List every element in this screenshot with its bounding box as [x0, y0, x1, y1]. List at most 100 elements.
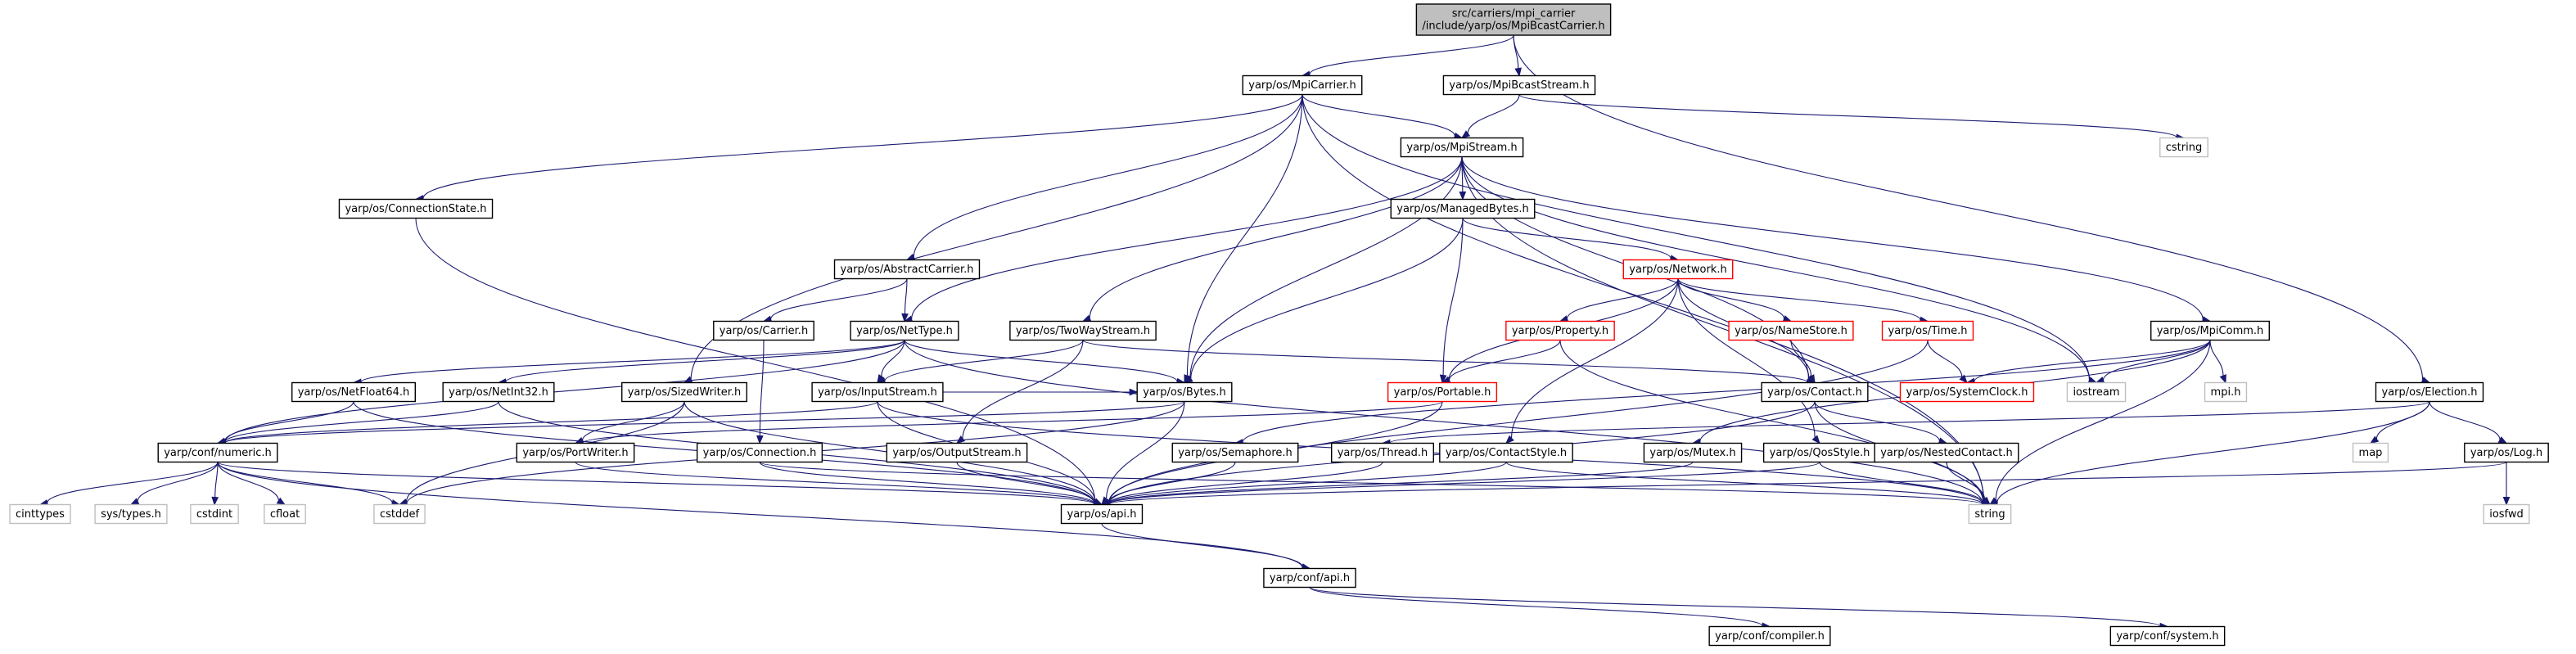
edge-numeric-to-osapi	[217, 462, 1103, 508]
edge-Log-to-osapi	[1100, 462, 2507, 508]
node-label: cinttypes	[16, 508, 65, 521]
dependency-edges	[38, 34, 2511, 630]
node-compiler[interactable]: yarp/conf/compiler.h	[1708, 625, 1831, 647]
node-box	[1415, 3, 1612, 36]
edge-MpiComm-to-SystemClock	[1965, 340, 2211, 386]
node-NestedContact[interactable]: yarp/os/NestedContact.h	[1874, 442, 2019, 463]
edge-NameStore-to-Contact	[1790, 340, 1816, 384]
node-InputStream[interactable]: yarp/os/InputStream.h	[811, 381, 944, 403]
node-MpiCarrier[interactable]: yarp/os/MpiCarrier.h	[1242, 74, 1363, 96]
edge-MpiComm-to-iostream	[2095, 340, 2211, 384]
edge-confapi-to-system	[1309, 587, 2169, 630]
node-iosfwd[interactable]: iosfwd	[2483, 503, 2530, 525]
node-Thread[interactable]: yarp/os/Thread.h	[1331, 442, 1434, 463]
node-box	[696, 442, 823, 463]
node-TwoWayStream[interactable]: yarp/os/TwoWayStream.h	[1009, 320, 1157, 341]
node-Election[interactable]: yarp/os/Election.h	[2375, 381, 2484, 403]
node-ConnectionState[interactable]: yarp/os/ConnectionState.h	[338, 198, 494, 219]
node-box	[2483, 503, 2530, 525]
node-NetFloat64[interactable]: yarp/os/NetFloat64.h	[291, 381, 416, 403]
edge-Mutex-to-osapi	[1100, 462, 1694, 508]
node-QosStyle[interactable]: yarp/os/QosStyle.h	[1762, 442, 1877, 463]
node-osapi[interactable]: yarp/os/api.h	[1060, 503, 1144, 525]
node-label: yarp/os/Thread.h	[1338, 447, 1428, 459]
node-Portable[interactable]: yarp/os/Portable.h	[1387, 381, 1498, 403]
node-numeric[interactable]: yarp/conf/numeric.h	[157, 442, 278, 463]
node-map[interactable]: map	[2352, 442, 2389, 463]
node-Bytes[interactable]: yarp/os/Bytes.h	[1136, 381, 1233, 403]
node-SizedWriter[interactable]: yarp/os/SizedWriter.h	[621, 381, 747, 403]
node-label: cstdint	[196, 508, 232, 521]
node-box	[9, 503, 71, 525]
node-box	[1643, 442, 1743, 463]
node-label: yarp/os/Carrier.h	[720, 325, 808, 337]
node-box	[886, 442, 1028, 463]
node-box	[2464, 442, 2549, 463]
node-AbstractCarrier[interactable]: yarp/os/AbstractCarrier.h	[833, 259, 981, 280]
edge-root-to-MpiCarrier	[1301, 34, 1514, 78]
edge-Election-to-Thread	[1381, 401, 2430, 447]
node-box	[2204, 381, 2248, 403]
edge-numeric-to-cfloat	[217, 462, 286, 506]
node-PortWriter[interactable]: yarp/os/PortWriter.h	[516, 442, 635, 463]
node-label: yarp/os/InputStream.h	[818, 386, 937, 399]
node-label: yarp/os/SizedWriter.h	[628, 386, 742, 399]
node-MpiStream[interactable]: yarp/os/MpiStream.h	[1400, 137, 1524, 158]
node-box	[1387, 381, 1498, 403]
node-cstddef[interactable]: cstddef	[373, 503, 426, 525]
node-SystemClock[interactable]: yarp/os/SystemClock.h	[1899, 381, 2035, 403]
node-NameStore[interactable]: yarp/os/NameStore.h	[1728, 320, 1854, 341]
node-ContactStyle[interactable]: yarp/os/ContactStyle.h	[1439, 442, 1573, 463]
edge-Election-to-map	[2369, 401, 2430, 444]
node-Semaphore[interactable]: yarp/os/Semaphore.h	[1171, 442, 1299, 463]
node-cstdint[interactable]: cstdint	[190, 503, 239, 525]
node-label: cfloat	[270, 508, 300, 521]
edge-confapi-to-compiler	[1309, 587, 1771, 630]
node-Property[interactable]: yarp/os/Property.h	[1505, 320, 1615, 341]
node-label: yarp/os/Bytes.h	[1143, 386, 1226, 399]
node-NetType[interactable]: yarp/os/NetType.h	[850, 320, 959, 341]
node-box	[833, 259, 981, 280]
edge-MpiBcastStream-to-cstring	[1518, 94, 2186, 142]
edge-numeric-to-systypes	[129, 462, 219, 506]
node-cstring[interactable]: cstring	[2159, 137, 2208, 158]
node-Contact[interactable]: yarp/os/Contact.h	[1761, 381, 1869, 403]
edge-MpiComm-to-Semaphore	[1234, 340, 2211, 446]
node-Time[interactable]: yarp/os/Time.h	[1881, 320, 1974, 341]
edge-Network-to-ContactStyle	[1505, 278, 1679, 444]
node-box	[2375, 381, 2484, 403]
node-OutputStream[interactable]: yarp/os/OutputStream.h	[886, 442, 1028, 463]
node-box	[157, 442, 278, 463]
node-box	[1060, 503, 1144, 525]
node-Mutex[interactable]: yarp/os/Mutex.h	[1643, 442, 1743, 463]
node-systypes[interactable]: sys/types.h	[94, 503, 168, 525]
node-label: yarp/os/Log.h	[2470, 447, 2542, 459]
edge-Network-to-Property	[1559, 278, 1679, 322]
node-label: yarp/os/NameStore.h	[1735, 325, 1847, 337]
node-MpiComm[interactable]: yarp/os/MpiComm.h	[2150, 320, 2270, 341]
node-label: yarp/os/ContactStyle.h	[1446, 447, 1567, 459]
node-NetInt32[interactable]: yarp/os/NetInt32.h	[442, 381, 555, 403]
node-mpih[interactable]: mpi.h	[2204, 381, 2248, 403]
node-ManagedBytes[interactable]: yarp/os/ManagedBytes.h	[1390, 198, 1536, 219]
node-cfloat[interactable]: cfloat	[264, 503, 306, 525]
edge-Property-to-string	[1559, 340, 1992, 506]
node-label: yarp/os/SystemClock.h	[1906, 386, 2028, 399]
node-label: yarp/os/Connection.h	[703, 447, 817, 459]
node-Connection[interactable]: yarp/os/Connection.h	[696, 442, 823, 463]
edge-Time-to-SystemClock	[1927, 340, 1968, 384]
node-Network[interactable]: yarp/os/Network.h	[1622, 259, 1734, 280]
edge-MpiCarrier-to-AbstractCarrier	[905, 94, 1303, 261]
node-MpiBcastStream[interactable]: yarp/os/MpiBcastStream.h	[1442, 74, 1596, 96]
node-iostream[interactable]: iostream	[2066, 381, 2127, 403]
node-label: yarp/os/Semaphore.h	[1178, 447, 1293, 459]
edge-ManagedBytes-to-Bytes	[1183, 218, 1464, 384]
edge-PortWriter-to-osapi	[575, 462, 1103, 508]
node-Carrier[interactable]: yarp/os/Carrier.h	[713, 320, 814, 341]
node-confapi[interactable]: yarp/conf/api.h	[1263, 567, 1356, 589]
node-system[interactable]: yarp/conf/system.h	[2109, 625, 2226, 647]
node-cinttypes[interactable]: cinttypes	[9, 503, 71, 525]
node-label: sys/types.h	[101, 508, 161, 521]
node-Log[interactable]: yarp/os/Log.h	[2464, 442, 2549, 463]
node-string[interactable]: string	[1968, 503, 2012, 525]
